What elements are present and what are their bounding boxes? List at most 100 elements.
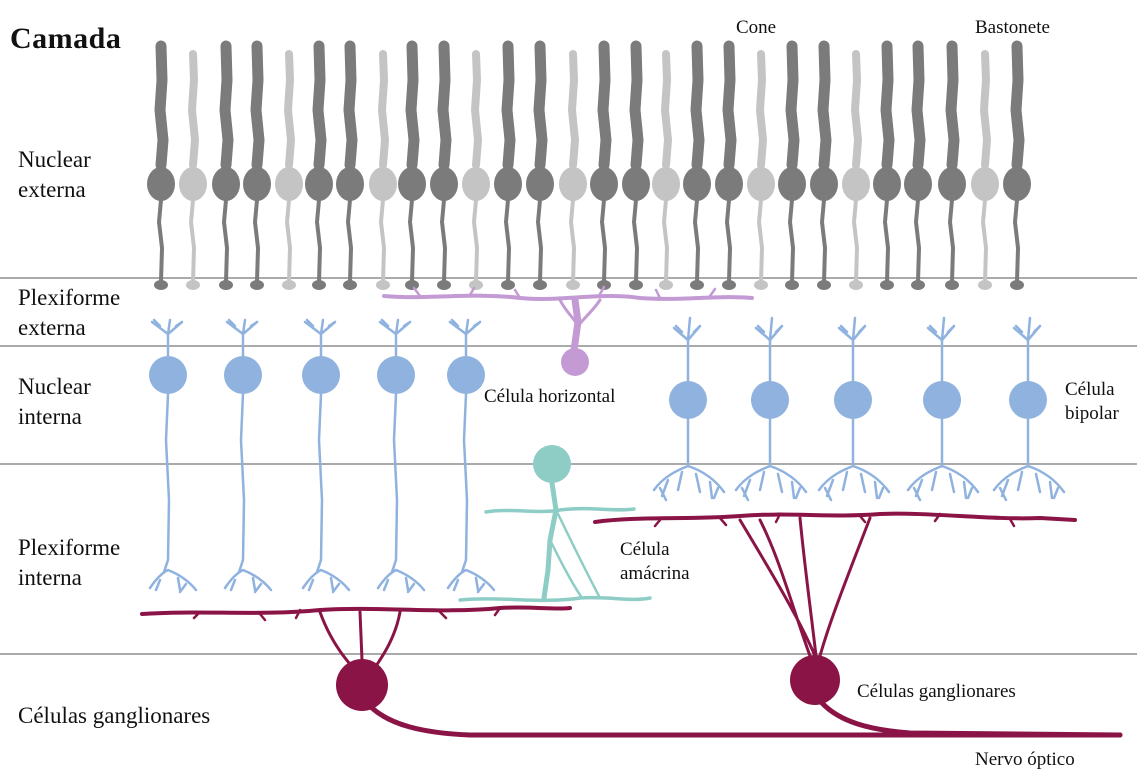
bipolar-dendrites xyxy=(227,320,257,334)
bipolar-terminal xyxy=(908,466,978,500)
rod-cell xyxy=(147,46,175,290)
bipolar-cell xyxy=(149,320,196,592)
photoreceptor-axon xyxy=(381,200,384,282)
photoreceptor-axon xyxy=(474,200,477,282)
bipolar-dendrites xyxy=(1014,318,1040,340)
outer-segment xyxy=(507,46,510,165)
rod-cell xyxy=(810,46,838,290)
photoreceptor-axon xyxy=(695,200,698,282)
photoreceptor-terminal xyxy=(250,280,264,290)
photoreceptor-nucleus xyxy=(462,167,490,201)
bipolar-dendrites xyxy=(380,320,410,334)
photoreceptor-axon xyxy=(410,200,413,282)
rod-cell xyxy=(305,46,333,290)
photoreceptor-axon xyxy=(602,200,605,282)
photoreceptor-cells xyxy=(147,46,1031,290)
bipolar-cell xyxy=(994,318,1064,500)
ganglion-dendrite-arbor xyxy=(595,514,1075,522)
photoreceptor-axon xyxy=(950,200,953,282)
photoreceptor-nucleus xyxy=(904,167,932,201)
bipolar-cell xyxy=(908,318,978,500)
layer-label-nuclear-interna: Nuclear interna xyxy=(18,372,91,432)
cone-cell xyxy=(559,54,587,290)
bipolar-dendrites xyxy=(756,318,782,340)
photoreceptor-terminal xyxy=(849,280,863,290)
rod-cell xyxy=(622,46,650,290)
bipolar-cell xyxy=(377,320,424,592)
photoreceptor-nucleus xyxy=(398,167,426,201)
ganglion-dendrite-arbor xyxy=(142,607,570,614)
bipolar-soma xyxy=(1009,381,1047,419)
layer-label-line: interna xyxy=(18,402,91,432)
bipolar-terminal xyxy=(150,570,196,592)
bipolar-soma xyxy=(923,381,961,419)
bipolar-dendrites xyxy=(928,318,954,340)
outer-segment xyxy=(665,54,668,165)
outer-segment xyxy=(572,54,575,165)
photoreceptor-terminal xyxy=(186,280,200,290)
ganglion-axon xyxy=(822,703,1120,735)
photoreceptor-terminal xyxy=(785,280,799,290)
bipolar-dendrites xyxy=(305,320,335,334)
bipolar-terminal xyxy=(994,466,1064,500)
rod-cell xyxy=(212,46,240,290)
bipolar-terminal xyxy=(448,570,494,592)
photoreceptor-nucleus xyxy=(715,167,743,201)
outer-segment xyxy=(728,46,731,165)
label-bipolar-cell: Célula bipolar xyxy=(1065,378,1119,426)
outer-segment xyxy=(951,46,954,165)
photoreceptor-axon xyxy=(506,200,509,282)
outer-segment xyxy=(1016,46,1019,165)
outer-segment xyxy=(382,54,385,165)
bipolar-soma xyxy=(751,381,789,419)
label-line: bipolar xyxy=(1065,402,1119,426)
label-bastonete: Bastonete xyxy=(975,16,1050,40)
outer-segment xyxy=(984,54,987,165)
rod-cell xyxy=(243,46,271,290)
amacrine-soma xyxy=(533,445,571,483)
cone-cell xyxy=(275,54,303,290)
photoreceptor-nucleus xyxy=(590,167,618,201)
photoreceptor-nucleus xyxy=(873,167,901,201)
outer-segment xyxy=(635,46,638,165)
cone-cell xyxy=(971,54,999,290)
bipolar-cell xyxy=(302,320,349,592)
photoreceptor-axon xyxy=(159,200,162,282)
photoreceptor-terminal xyxy=(437,280,451,290)
bipolar-soma xyxy=(149,356,187,394)
bipolar-cells xyxy=(149,318,1064,592)
layer-label-line: Plexiforme xyxy=(18,283,120,313)
outer-segment xyxy=(349,46,352,165)
photoreceptor-axon xyxy=(664,200,667,282)
bipolar-soma xyxy=(834,381,872,419)
photoreceptor-axon xyxy=(790,200,793,282)
bipolar-axon xyxy=(317,394,322,572)
amacrine-branches xyxy=(550,510,600,598)
outer-segment xyxy=(823,46,826,165)
bipolar-cell xyxy=(447,320,494,592)
outer-segment xyxy=(288,54,291,165)
rod-cell xyxy=(683,46,711,290)
photoreceptor-axon xyxy=(759,200,762,282)
ganglion-soma xyxy=(790,655,840,705)
photoreceptor-terminal xyxy=(501,280,515,290)
label-horizontal-cell: Célula horizontal xyxy=(484,385,615,409)
rod-cell xyxy=(430,46,458,290)
amacrine-lower-process xyxy=(460,598,650,601)
photoreceptor-terminal xyxy=(566,280,580,290)
photoreceptor-axon xyxy=(634,200,637,282)
outer-segment xyxy=(411,46,414,165)
rod-cell xyxy=(715,46,743,290)
cone-cell xyxy=(842,54,870,290)
outer-segment xyxy=(603,46,606,165)
label-ganglion-cells: Células ganglionares xyxy=(857,680,1016,704)
photoreceptor-terminal xyxy=(312,280,326,290)
cone-cell xyxy=(462,54,490,290)
photoreceptor-axon xyxy=(727,200,730,282)
photoreceptor-nucleus xyxy=(938,167,966,201)
layer-header: Camada xyxy=(10,22,121,56)
cone-cell xyxy=(747,54,775,290)
photoreceptor-axon xyxy=(571,200,574,282)
photoreceptor-nucleus xyxy=(526,167,554,201)
photoreceptor-terminal xyxy=(722,280,736,290)
